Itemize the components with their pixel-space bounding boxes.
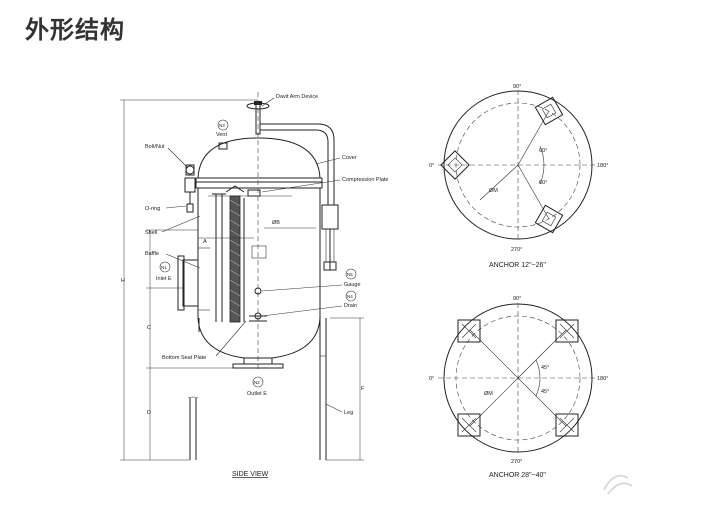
- anchor-top-0: 0°: [429, 163, 434, 169]
- compression-plate-label: Compression Plate: [342, 177, 388, 183]
- cover-dome: [197, 137, 321, 179]
- anchor-top-angle-1: 60°: [539, 148, 547, 154]
- drain-label: Drain: [344, 303, 357, 309]
- dim-h: H: [121, 278, 125, 284]
- bolt-nut: [184, 164, 196, 213]
- filter-bags: [212, 185, 245, 323]
- dim-c: C: [147, 325, 151, 331]
- leader-lines: [161, 97, 343, 413]
- anchor-top-270: 270°: [511, 247, 522, 253]
- gauge-label: Gauge: [344, 282, 361, 288]
- outlet-label: Outlet E: [247, 391, 267, 397]
- dim-f: F: [361, 386, 365, 392]
- baffle-label: Baffle: [145, 251, 159, 257]
- anchor-bottom-angle-1: 45°: [541, 365, 549, 371]
- anchor-top-180: 180°: [597, 163, 608, 169]
- n5-tag: N5: [347, 272, 353, 277]
- n3-tag: N3: [219, 123, 225, 128]
- dim-phi-b: ØB: [272, 220, 280, 226]
- leg-label: Leg: [344, 410, 353, 416]
- side-view-caption: SIDE VIEW: [232, 471, 269, 478]
- shell-label: Shell: [145, 230, 157, 236]
- bolt-nut-label: Bolt/Nut: [145, 144, 165, 150]
- dim-a: A: [203, 239, 207, 245]
- gauge-nozzle: [254, 287, 262, 295]
- anchor-top-caption: ANCHOR 12"~26": [489, 262, 546, 269]
- anchor-bottom-90: 90°: [513, 296, 521, 302]
- davit-arm: [246, 101, 339, 271]
- bottom-seat-plate-label: Bottom Seat Plate: [162, 355, 206, 361]
- n1-tag: N1: [161, 265, 167, 270]
- davit-label: Davit Arm Device: [276, 94, 318, 100]
- page-title: 外形结构: [25, 16, 125, 44]
- n2-tag: N2: [254, 380, 260, 385]
- watermark-logo: [603, 474, 633, 495]
- anchor-bottom-caption: ANCHOR 28"~40": [489, 472, 546, 479]
- inlet-label: Inlet E: [156, 276, 172, 282]
- anchor-bottom-angle-2: 45°: [541, 389, 549, 395]
- dim-d: D: [147, 410, 151, 416]
- anchor-top: 90° 0° 180° 270° 60° 60° ØM ANCHOR 12"~2…: [429, 84, 608, 269]
- cover-label: Cover: [342, 155, 357, 161]
- anchor-bottom-270: 270°: [511, 459, 522, 465]
- anchor-top-diameter: ØM: [489, 188, 498, 194]
- anchor-bottom-180: 180°: [597, 376, 608, 382]
- o-ring-label: O-ring: [145, 206, 160, 212]
- dimension-lines: [120, 99, 364, 461]
- inlet-nozzle: [182, 259, 199, 307]
- bottom-dome: [197, 317, 321, 359]
- vent-label: Vent: [216, 132, 227, 138]
- anchor-bottom: 90° 0° 180° 270° 45° 45° ØM ANCHOR 28"~4…: [429, 296, 608, 479]
- anchor-bottom-0: 0°: [429, 376, 434, 382]
- side-view: Davit Arm Device N3 Vent Bolt/Nut Cover …: [120, 92, 388, 478]
- anchor-top-angle-2: 60°: [539, 180, 547, 186]
- n4-tag: N4: [347, 294, 353, 299]
- legs: [187, 318, 327, 460]
- anchor-top-90: 90°: [513, 84, 521, 90]
- anchor-bottom-diameter: ØM: [484, 391, 493, 397]
